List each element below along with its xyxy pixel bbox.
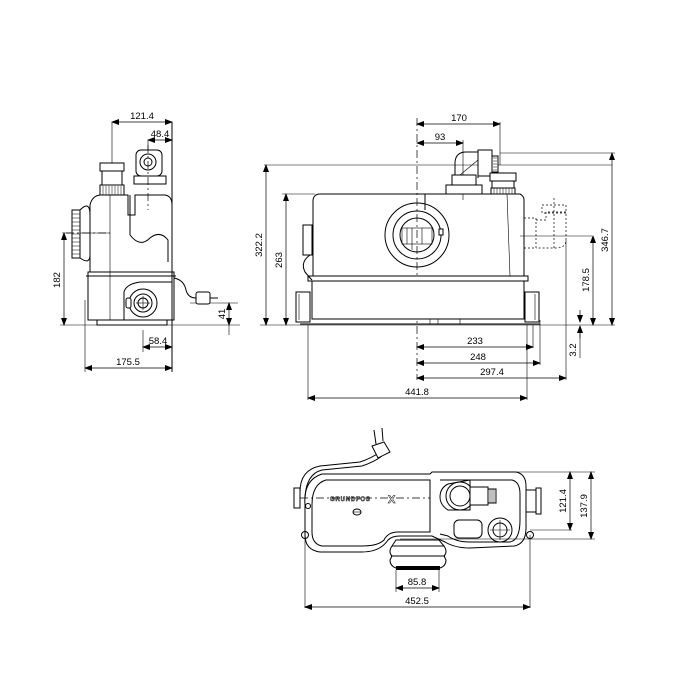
dim-top-inner-depth: 121.4 (558, 489, 569, 513)
dim-front-overall-height: 322.2 (254, 233, 265, 257)
brand-logo-mark: X (388, 494, 396, 506)
dim-top-overall-length: 452.5 (405, 596, 429, 607)
front-view: 170 93 322.2 263 346.7 178.5 3.2 233 248… (254, 113, 615, 401)
dim-side-overall-depth: 175.5 (116, 357, 140, 368)
dim-front-overall-length: 441.8 (405, 387, 429, 398)
dim-front-total-height: 346.7 (600, 228, 611, 252)
dim-front-right-outlet: 297.4 (480, 367, 504, 378)
dim-side-bottom-outlet-offset: 58.4 (149, 336, 168, 347)
side-view: 121.4 48.4 182 41 58.4 175.5 (52, 111, 240, 372)
dim-front-right-inlet: 233 (467, 336, 483, 347)
brand-logo-text: GRUNDFOS (330, 497, 371, 503)
dim-side-bottom-outlet-height: 41 (217, 309, 228, 320)
dim-front-side-inlet-height: 178.5 (581, 268, 592, 292)
dim-side-outlet-offset: 48.4 (151, 129, 170, 140)
dim-side-top-width: 121.4 (130, 111, 154, 122)
dim-front-outlet-top: 170 (451, 113, 467, 124)
dim-front-body-height: 263 (274, 252, 285, 268)
dim-top-bottom-inlet: 85.8 (408, 577, 427, 588)
dim-side-inlet-height: 182 (52, 272, 63, 288)
dim-top-overall-depth: 137.9 (579, 494, 590, 518)
dim-front-foot-height: 3.2 (568, 343, 579, 356)
dim-front-outlet-center: 93 (435, 132, 446, 143)
dim-front-right-body: 248 (470, 352, 486, 363)
top-view: GRUNDFOS X (293, 427, 595, 610)
